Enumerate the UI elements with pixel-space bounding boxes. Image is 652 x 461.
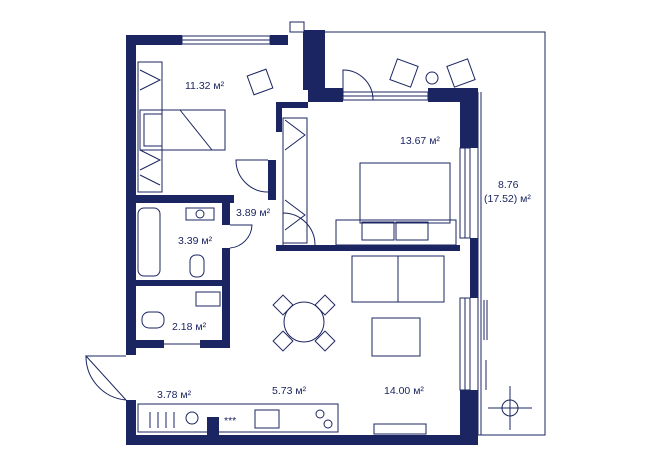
area-label-kitchen: 5.73 м² <box>272 385 307 397</box>
furniture: *** <box>137 58 532 435</box>
windows <box>181 21 471 391</box>
area-label-entrance-hall: 3.78 м² <box>157 389 192 401</box>
area-label-terrace-total: (17.52) м² <box>484 193 531 205</box>
area-label-bathroom: 3.39 м² <box>178 235 213 247</box>
area-label-toilet: 2.18 м² <box>172 321 207 333</box>
area-label-corridor: 3.89 м² <box>236 207 271 219</box>
doors <box>84 69 374 401</box>
terrace-outline <box>325 31 546 436</box>
area-label-bedroom-1: 11.32 м² <box>185 80 225 92</box>
area-label-living-room: 14.00 м² <box>384 385 424 397</box>
area-label-bedroom-2: 13.67 м² <box>400 135 440 147</box>
area-label-terrace: 8.76 <box>498 179 519 191</box>
walls <box>126 30 478 445</box>
svg-text:***: *** <box>224 415 236 427</box>
room-labels: 11.32 м² 13.67 м² 3.89 м² 3.39 м² 2.18 м… <box>157 80 531 401</box>
